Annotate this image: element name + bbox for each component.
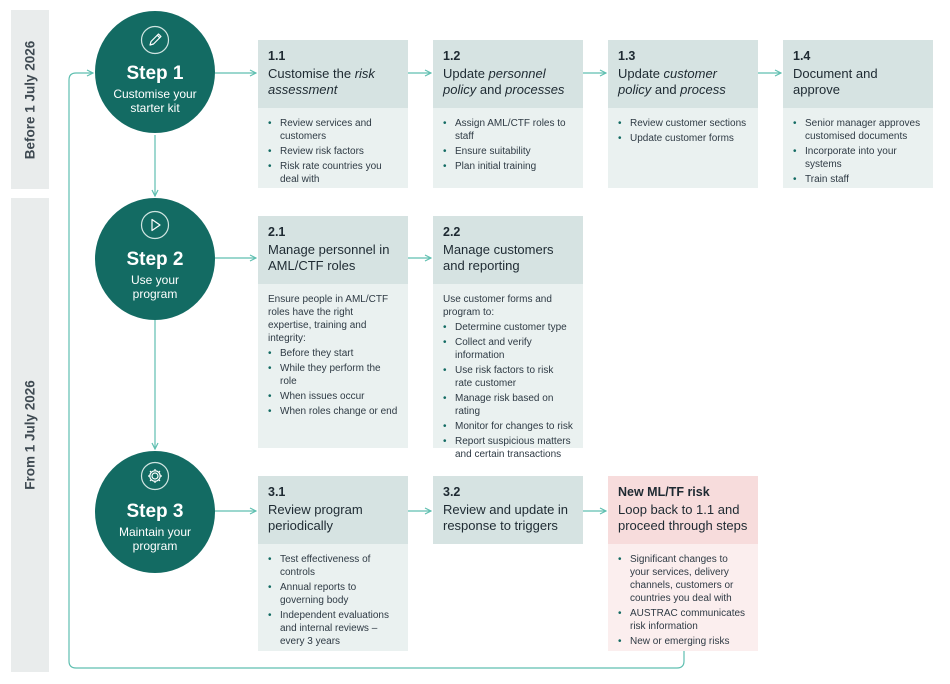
step-3-circle: Step 3 Maintain your program — [95, 451, 215, 573]
list-item: Independent evaluations and internal rev… — [268, 609, 398, 648]
box-3-1-number: 3.1 — [268, 485, 286, 499]
box-1-2-title: Update personnel policy and processes — [443, 66, 565, 97]
box-1-1-title: Customise the risk assessment — [268, 66, 375, 97]
box-3-2: 3.2 Review and update in response to tri… — [433, 476, 583, 544]
box-1-2: 1.2 Update personnel policy and processe… — [433, 40, 583, 188]
list-item: Ensure suitability — [443, 145, 573, 158]
box-3-1-title: Review program periodically — [268, 502, 363, 533]
list-item: New or emerging risks — [618, 635, 748, 648]
box-3-2-title: Review and update in response to trigger… — [443, 502, 569, 533]
list-item: Review risk factors — [268, 145, 398, 158]
box-2-1-title: Manage personnel in AML/CTF roles — [268, 242, 390, 273]
box-1-1-number: 1.1 — [268, 49, 286, 63]
box-new-risk-heading: New ML/TF risk — [618, 485, 710, 499]
list-item: Significant changes to your services, de… — [618, 553, 748, 605]
box-2-1-intro: Ensure people in AML/CTF roles have the … — [268, 294, 389, 344]
box-new-risk: New ML/TF risk Loop back to 1.1 and proc… — [608, 476, 758, 651]
list-item: Annual reports to governing body — [268, 581, 398, 607]
list-item: Assign AML/CTF roles to staff — [443, 117, 573, 143]
box-2-2: 2.2 Manage customers and reporting Use c… — [433, 216, 583, 460]
box-1-1: 1.1 Customise the risk assessment Review… — [258, 40, 408, 188]
list-item: Report suspicious matters and certain tr… — [443, 435, 573, 461]
list-item: Risk rate countries you deal with — [268, 160, 398, 186]
box-2-2-number: 2.2 — [443, 225, 461, 239]
step-2-title: Step 2 — [126, 249, 184, 270]
gear-icon — [140, 461, 170, 496]
list-item: Plan initial training — [443, 160, 573, 173]
list-item: Review services and customers — [268, 117, 398, 143]
list-item: Train staff — [793, 173, 923, 186]
step-3-subtitle: Maintain your program — [118, 525, 192, 553]
from-band: From 1 July 2026 — [11, 198, 49, 672]
list-item: When roles change or end — [268, 405, 398, 418]
list-item: Update customer forms — [618, 132, 748, 145]
box-1-3-number: 1.3 — [618, 49, 636, 63]
list-item: Collect and verify information — [443, 336, 573, 362]
step-1-circle: Step 1 Customise your starter kit — [95, 11, 215, 133]
list-item: Incorporate into your systems — [793, 145, 923, 171]
box-2-1: 2.1 Manage personnel in AML/CTF roles En… — [258, 216, 408, 448]
box-2-2-intro: Use customer forms and program to: — [443, 294, 552, 318]
list-item: Use risk factors to risk rate customer — [443, 364, 573, 390]
before-band: Before 1 July 2026 — [11, 10, 49, 189]
box-1-4-title: Document and approve — [793, 66, 878, 97]
box-3-1: 3.1 Review program periodically Test eff… — [258, 476, 408, 651]
box-1-3-title: Update customer policy and process — [618, 66, 726, 97]
step-3-title: Step 3 — [126, 501, 184, 522]
list-item: Before they start — [268, 347, 398, 360]
box-1-2-number: 1.2 — [443, 49, 461, 63]
step-2-circle: Step 2 Use your program — [95, 198, 215, 320]
pencil-icon — [140, 25, 170, 60]
box-1-4-number: 1.4 — [793, 49, 811, 63]
play-icon — [140, 210, 170, 245]
list-item: Manage risk based on rating — [443, 392, 573, 418]
list-item: Senior manager approves customised docum… — [793, 117, 923, 143]
box-1-4: 1.4 Document and approve Senior manager … — [783, 40, 933, 188]
box-2-1-number: 2.1 — [268, 225, 286, 239]
box-2-2-title: Manage customers and reporting — [443, 242, 554, 273]
step-1-subtitle: Customise your starter kit — [113, 87, 197, 115]
list-item: Monitor for changes to risk — [443, 420, 573, 433]
box-new-risk-title: Loop back to 1.1 and proceed through ste… — [618, 502, 748, 533]
list-item: While they perform the role — [268, 362, 398, 388]
list-item: Test effectiveness of controls — [268, 553, 398, 579]
box-3-2-number: 3.2 — [443, 485, 461, 499]
list-item: Review customer sections — [618, 117, 748, 130]
list-item: AUSTRAC communicates risk information — [618, 607, 748, 633]
step-1-title: Step 1 — [126, 63, 184, 84]
step-2-subtitle: Use your program — [130, 273, 180, 301]
list-item: When issues occur — [268, 390, 398, 403]
loop-back-arrow — [68, 73, 685, 669]
box-1-3: 1.3 Update customer policy and process R… — [608, 40, 758, 188]
list-item: Determine customer type — [443, 321, 573, 334]
